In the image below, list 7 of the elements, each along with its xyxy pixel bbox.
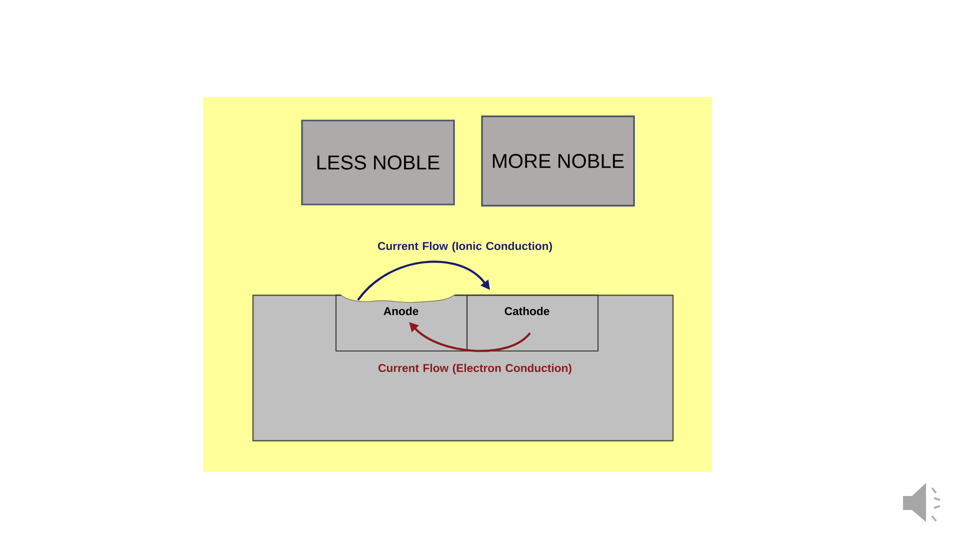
curved-arrow	[357, 260, 490, 301]
edge-label: Current Flow (Ionic Conduction)	[378, 242, 552, 252]
electrode-cell: Cathode	[466, 294, 599, 352]
label-box: MORE NOBLE	[481, 116, 635, 206]
label-box: LESS NOBLE	[301, 120, 455, 206]
edge-label: Current Flow (Electron Conduction)	[378, 364, 572, 374]
metal-block	[252, 294, 674, 442]
